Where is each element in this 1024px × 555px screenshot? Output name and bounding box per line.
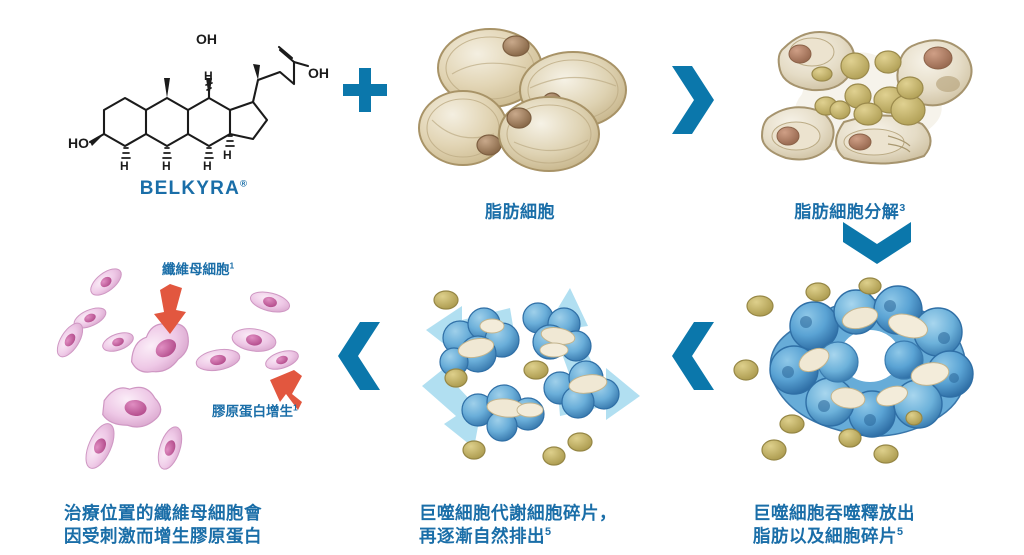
fat-cell [418, 90, 508, 166]
panel-fat-cells [418, 24, 633, 174]
step-label-fat-cell-lysis: 脂肪細胞分解3 [755, 178, 945, 225]
step-label-text: 脂肪細胞分解 [794, 202, 900, 222]
fibroblast-cell [102, 332, 134, 352]
fibroblast-cell-large [102, 386, 162, 428]
ruptured-fat-cell [760, 106, 835, 161]
fibroblast-cell [195, 348, 241, 372]
fibroblast-cell [157, 426, 183, 470]
macrophage-fragment-cluster [543, 360, 620, 419]
fibroblast-cell [265, 350, 299, 370]
fat-globules [811, 50, 926, 126]
atom-label-h-5: H [204, 69, 213, 83]
step-label-belkyra: BELKYRA® [134, 178, 254, 200]
fibroblast-cell [56, 322, 84, 358]
ruptured-fat-cell [777, 31, 856, 92]
atom-label-oh-c12: OH [196, 31, 217, 47]
fibroblast-cells [56, 268, 299, 470]
step-label-text: 脂肪細胞 [485, 202, 555, 222]
macrophage-cluster-illustration-icon [733, 277, 974, 464]
panel-fibroblasts [56, 262, 308, 470]
step-label-text: 巨噬細胞代謝細胞碎片， 再逐漸自然排出 [419, 502, 617, 547]
macrophage-nuclei [782, 300, 959, 426]
atom-label-h-4: H [120, 159, 129, 173]
panel-fat-cell-lysis [760, 18, 982, 173]
fat-cells-illustration-icon [418, 28, 627, 172]
atom-label-h-2: H [203, 159, 212, 173]
inline-label-fibroblast: 纖維母細胞1 [162, 258, 234, 278]
step-label-superscript: 5 [545, 526, 552, 539]
ruptured-fat-cell [835, 114, 932, 165]
brand-registered-mark: ® [240, 178, 249, 190]
fat-cell-lysis-illustration-icon [760, 31, 973, 165]
fibroblast-cell-large [130, 323, 189, 373]
panel-macrophage-dispersal [418, 282, 658, 466]
inline-label-superscript: 1 [293, 402, 298, 413]
pointer-arrows [154, 284, 302, 410]
chevron-right-icon [668, 66, 714, 134]
red-arrow-collagen [270, 370, 302, 410]
free-fat-globules [733, 277, 923, 464]
deoxycholic-acid-molecule-icon: OH HO OH H H H H H [68, 31, 329, 173]
fibroblast-cell [249, 291, 291, 313]
chevron-down-icon [843, 218, 911, 264]
macrophage-fragment-cluster [522, 302, 592, 362]
inline-label-text: 纖維母細胞 [162, 262, 230, 277]
step-label-text: 治療位置的纖維母細胞會 因受刺激而增生膠原蛋白 [64, 502, 262, 547]
fat-cell [498, 96, 600, 172]
fibroblast-cell [73, 307, 107, 329]
fibroblasts-illustration-icon [56, 268, 302, 470]
fibroblast-cell [90, 268, 122, 296]
brand-text: BELKYRA [139, 178, 241, 199]
step-label-macrophage-clear: 巨噬細胞代謝細胞碎片， 再逐漸自然排出5 [419, 478, 669, 549]
atom-label-h-3: H [223, 148, 232, 162]
step-label-superscript: 5 [897, 526, 904, 539]
dispersal-arrow-down-left [422, 370, 484, 448]
chevron-left-icon-right [672, 322, 718, 390]
panel-chemical-structure: OH HO OH H H H H H [68, 22, 329, 173]
fibroblast-cell [231, 328, 277, 352]
step-label-text: 巨噬細胞吞噬釋放出 脂肪以及細胞碎片 [753, 502, 915, 547]
atom-label-h-1: H [162, 159, 171, 173]
atom-label-oh-acid: OH [308, 65, 329, 81]
plus-connector-icon [343, 68, 387, 112]
fibroblast-cell [85, 423, 115, 469]
chevron-left-icon-left [338, 322, 384, 390]
free-fat-globules [433, 290, 593, 466]
atom-label-ho-c3: HO [68, 135, 89, 151]
inline-label-collagen: 膠原蛋白增生1 [212, 400, 298, 420]
step-label-macrophage-engulf: 巨噬細胞吞噬釋放出 脂肪以及細胞碎片5 [753, 478, 1003, 549]
red-arrow-fibroblast [154, 284, 186, 334]
engulfed-fat-inclusions [798, 306, 950, 409]
step-label-fibroblasts: 治療位置的纖維母細胞會 因受刺激而增生膠原蛋白 [64, 478, 334, 549]
step-label-superscript: 3 [899, 201, 906, 214]
step-label-fat-cells: 脂肪細胞 [455, 178, 585, 225]
inline-label-superscript: 1 [229, 260, 235, 271]
macrophage-dispersal-illustration-icon [422, 288, 640, 466]
inline-label-text: 膠原蛋白增生 [212, 404, 293, 419]
macrophage-fragment-cluster [461, 384, 545, 442]
panel-macrophage-cluster [733, 277, 992, 464]
